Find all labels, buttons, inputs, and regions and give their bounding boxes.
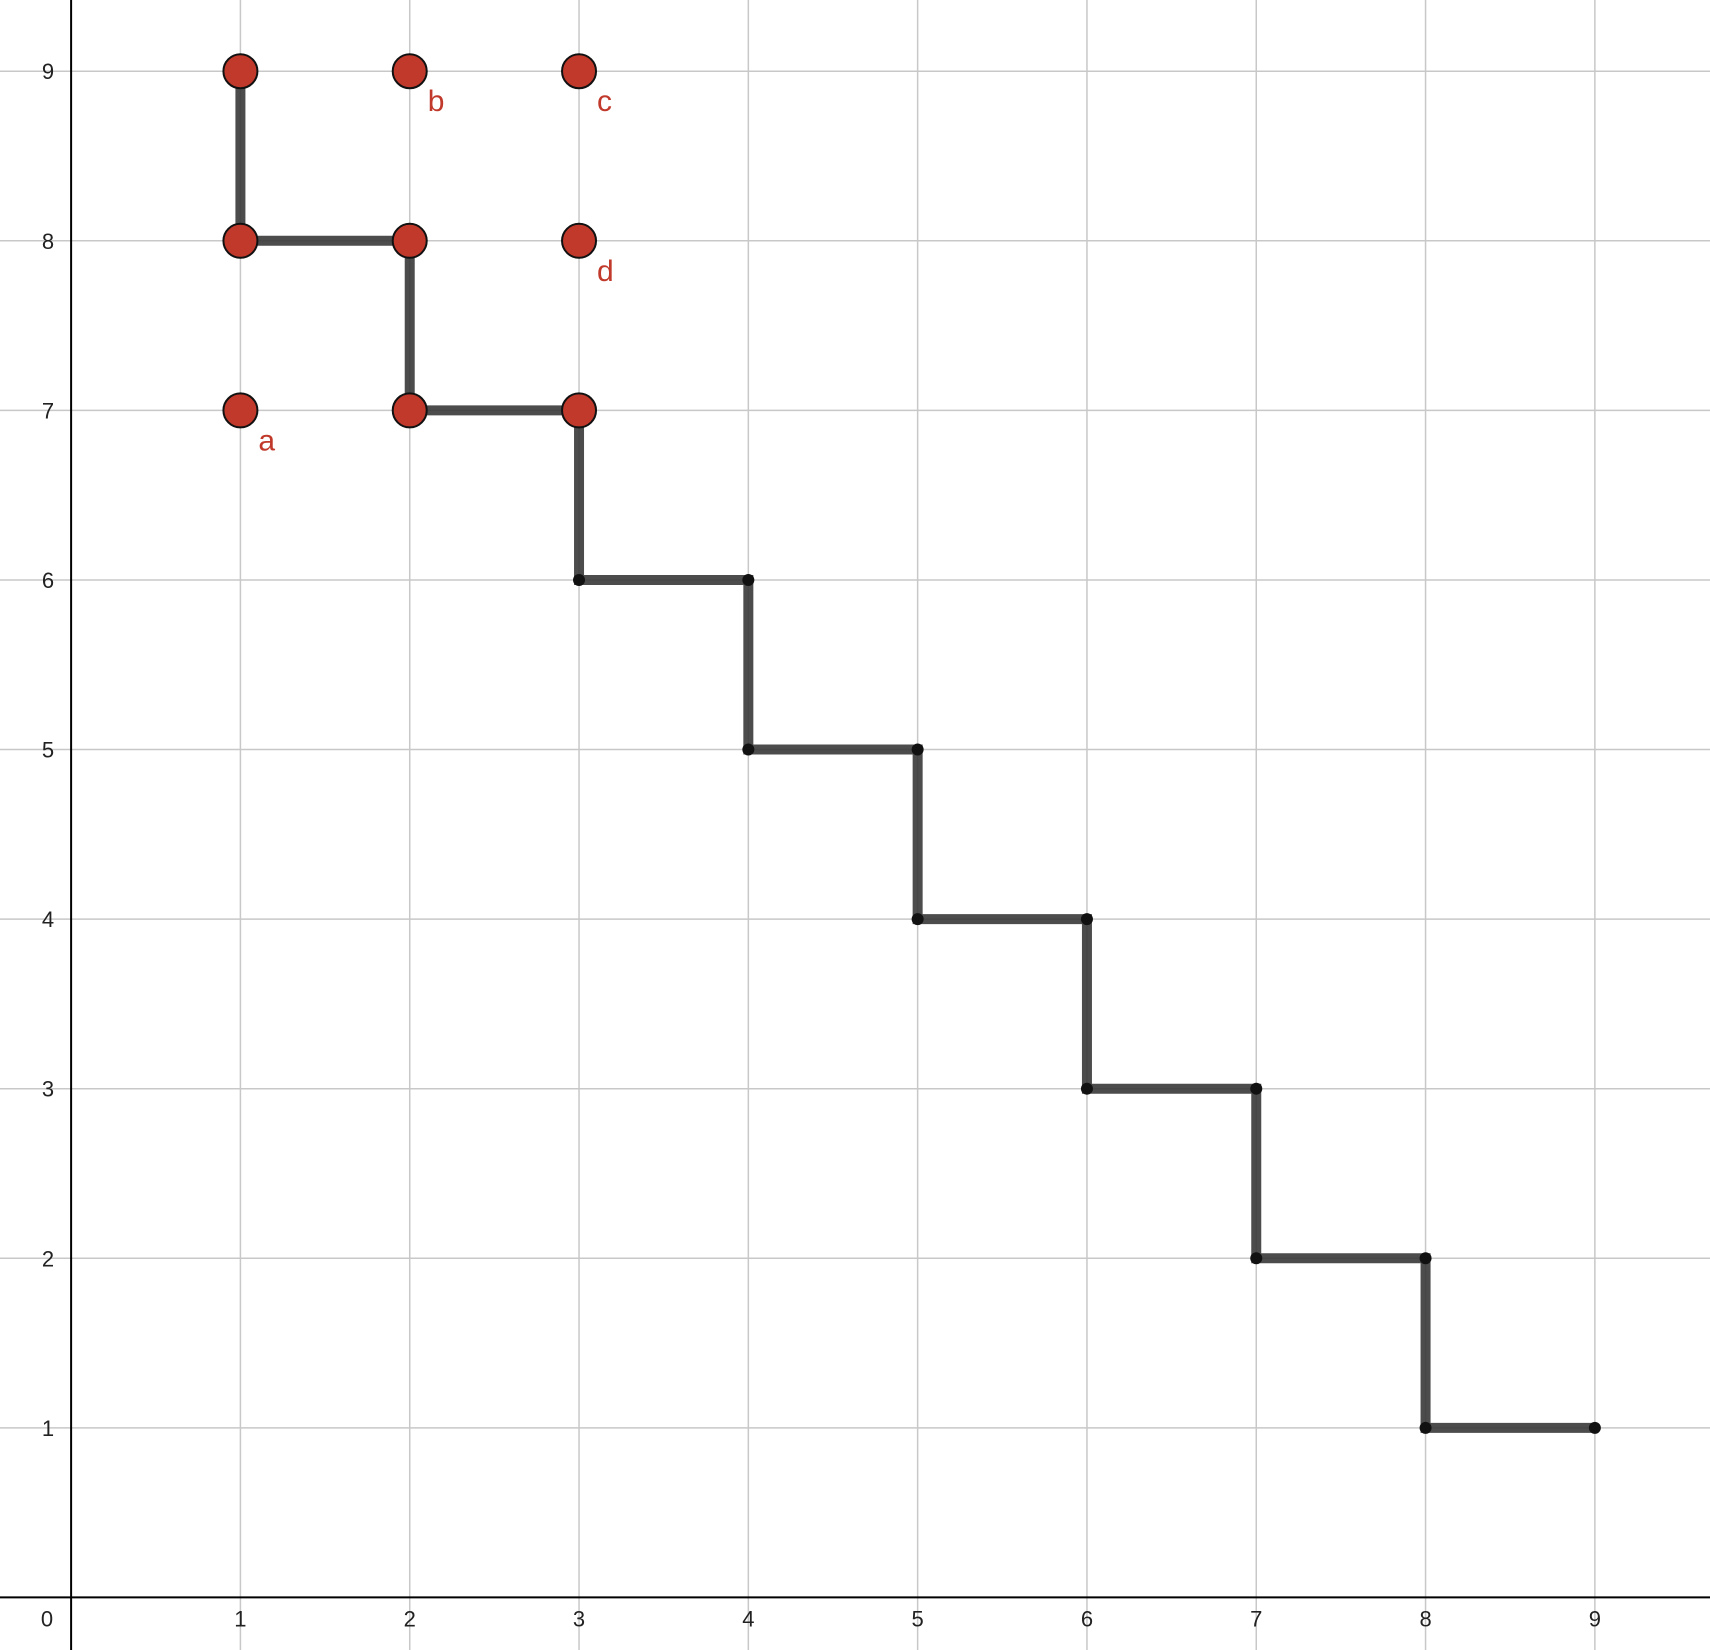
point-2-9 xyxy=(391,53,428,90)
tick-labels: 1 2 3 4 5 6 7 8 9 1 2 3 4 5 6 7 8 9 0 xyxy=(41,59,1601,1631)
point-label-d: d xyxy=(597,255,614,288)
y-tick-label-7: 7 xyxy=(42,398,54,423)
point-1-7 xyxy=(222,392,259,429)
x-tick-label-8: 8 xyxy=(1419,1606,1431,1631)
path-vertex-8 xyxy=(911,743,924,756)
point-label-a: a xyxy=(258,424,275,457)
point-label-b: b xyxy=(428,85,445,118)
path-vertex-14 xyxy=(1419,1252,1432,1265)
path-vertex-10 xyxy=(1080,913,1093,926)
x-tick-label-4: 4 xyxy=(742,1606,754,1631)
point-3-8 xyxy=(561,222,598,259)
point-2-7 xyxy=(391,392,428,429)
path-vertex-6 xyxy=(742,573,755,586)
point-1-9 xyxy=(222,53,259,90)
y-tick-label-9: 9 xyxy=(42,59,54,84)
path-vertex-9 xyxy=(911,913,924,926)
origin-label: 0 xyxy=(41,1606,53,1631)
x-tick-label-3: 3 xyxy=(573,1606,585,1631)
x-tick-label-2: 2 xyxy=(404,1606,416,1631)
point-3-7 xyxy=(561,392,598,429)
y-tick-label-5: 5 xyxy=(42,738,54,763)
point-2-8 xyxy=(391,222,428,259)
y-tick-label-1: 1 xyxy=(42,1416,54,1441)
point-label-c: c xyxy=(597,85,612,118)
path-vertex-13 xyxy=(1250,1252,1263,1265)
y-tick-label-6: 6 xyxy=(42,568,54,593)
x-tick-label-1: 1 xyxy=(234,1606,246,1631)
path-vertex-11 xyxy=(1080,1082,1093,1095)
y-tick-label-3: 3 xyxy=(42,1077,54,1102)
path-vertex-7 xyxy=(742,743,755,756)
path-vertex-15 xyxy=(1419,1421,1432,1434)
point-labels: a b c d xyxy=(258,85,613,457)
path-vertex-5 xyxy=(573,573,586,586)
point-3-9 xyxy=(561,53,598,90)
path-vertex-12 xyxy=(1250,1082,1263,1095)
y-tick-label-2: 2 xyxy=(42,1246,54,1271)
x-tick-label-6: 6 xyxy=(1081,1606,1093,1631)
y-tick-label-8: 8 xyxy=(42,229,54,254)
path-vertex-16 xyxy=(1588,1421,1601,1434)
y-tick-label-4: 4 xyxy=(42,907,54,932)
data-points xyxy=(222,53,598,429)
x-tick-label-7: 7 xyxy=(1250,1606,1262,1631)
x-tick-label-9: 9 xyxy=(1589,1606,1601,1631)
x-tick-label-5: 5 xyxy=(912,1606,924,1631)
point-1-8 xyxy=(222,222,259,259)
